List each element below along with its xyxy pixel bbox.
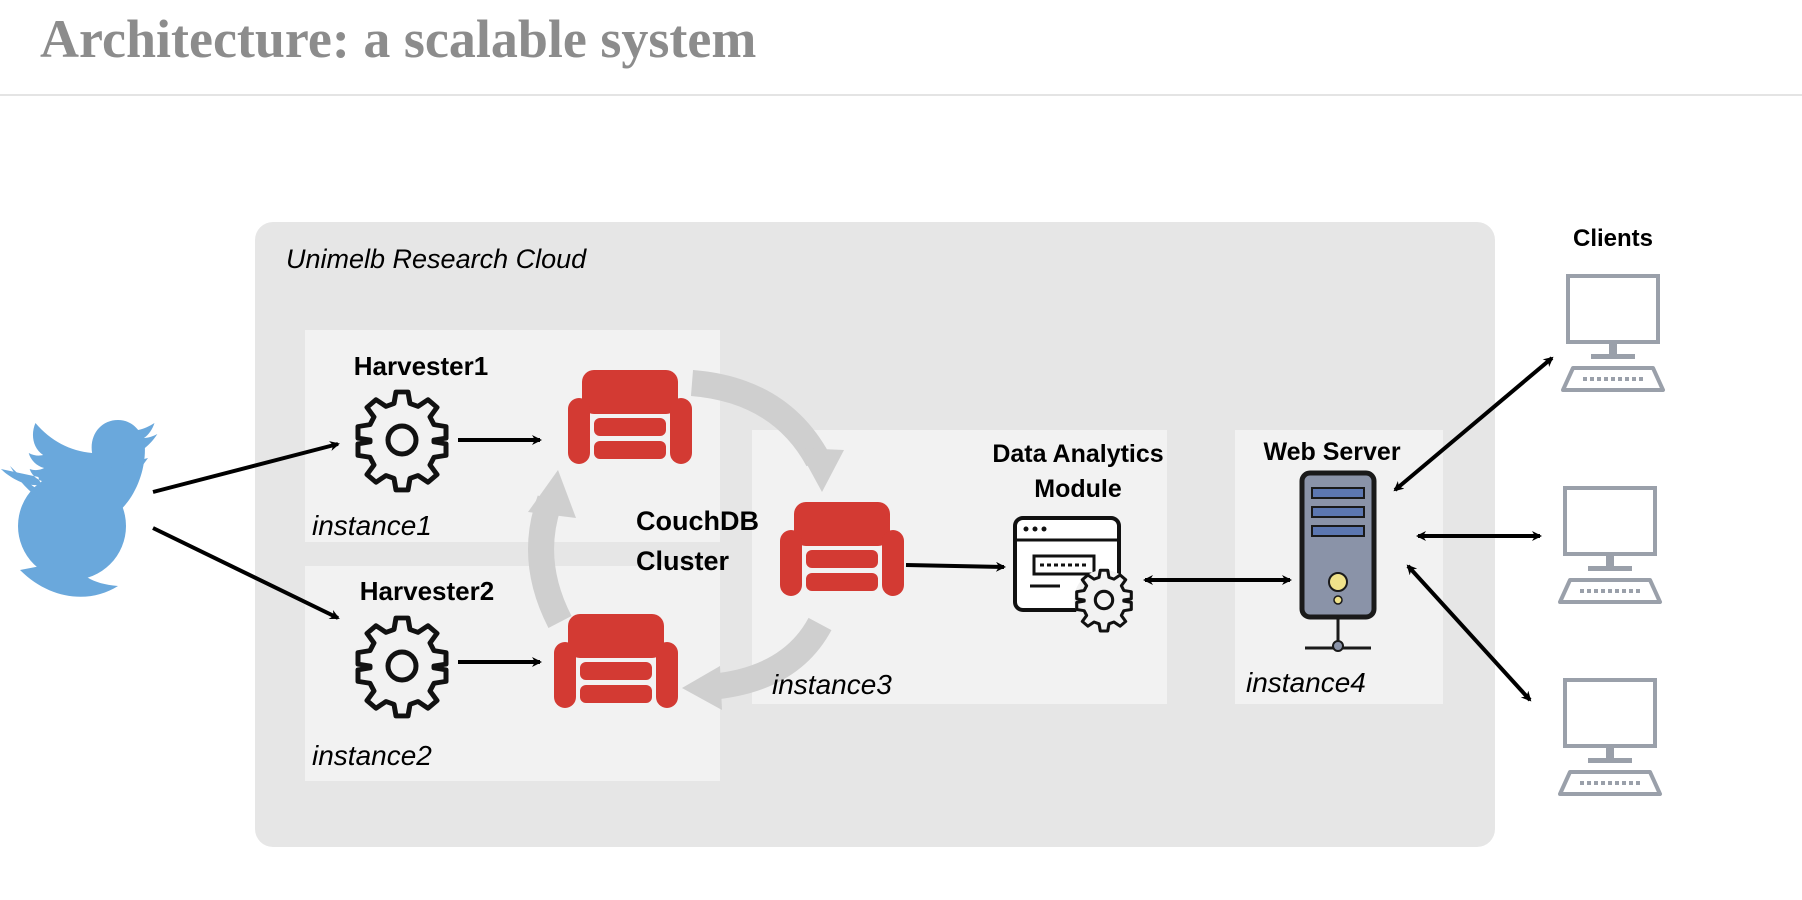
couchdb-cluster-label: CouchDB	[636, 506, 759, 536]
instance2-label: instance2	[312, 740, 432, 771]
flow-arrows	[152, 356, 1554, 702]
analytics-window-icon	[1013, 516, 1134, 633]
clients-label: Clients	[1573, 225, 1653, 252]
title-divider	[0, 94, 1802, 96]
twitter-bird-icon	[0, 420, 158, 597]
instance1-label: instance1	[312, 510, 432, 541]
client-computer-icon	[1558, 486, 1662, 604]
webserver-label: Web Server	[1263, 438, 1400, 466]
client-computer-icon	[1561, 274, 1665, 392]
instance3-label: instance3	[772, 669, 892, 700]
couchdb-cycle-arrows	[528, 370, 844, 710]
client-computer-icon	[1558, 678, 1662, 796]
server-icon	[1299, 470, 1377, 652]
harvester1-label: Harvester1	[354, 351, 488, 381]
page-title: Architecture: a scalable system	[40, 9, 757, 69]
instance4-label: instance4	[1246, 667, 1366, 698]
analytics-label: Data Analytics	[992, 440, 1163, 468]
cloud-label: Unimelb Research Cloud	[286, 244, 587, 274]
analytics-label: Module	[1034, 475, 1122, 503]
harvester2-label: Harvester2	[360, 576, 494, 606]
couchdb-cluster-label: Cluster	[636, 546, 730, 576]
